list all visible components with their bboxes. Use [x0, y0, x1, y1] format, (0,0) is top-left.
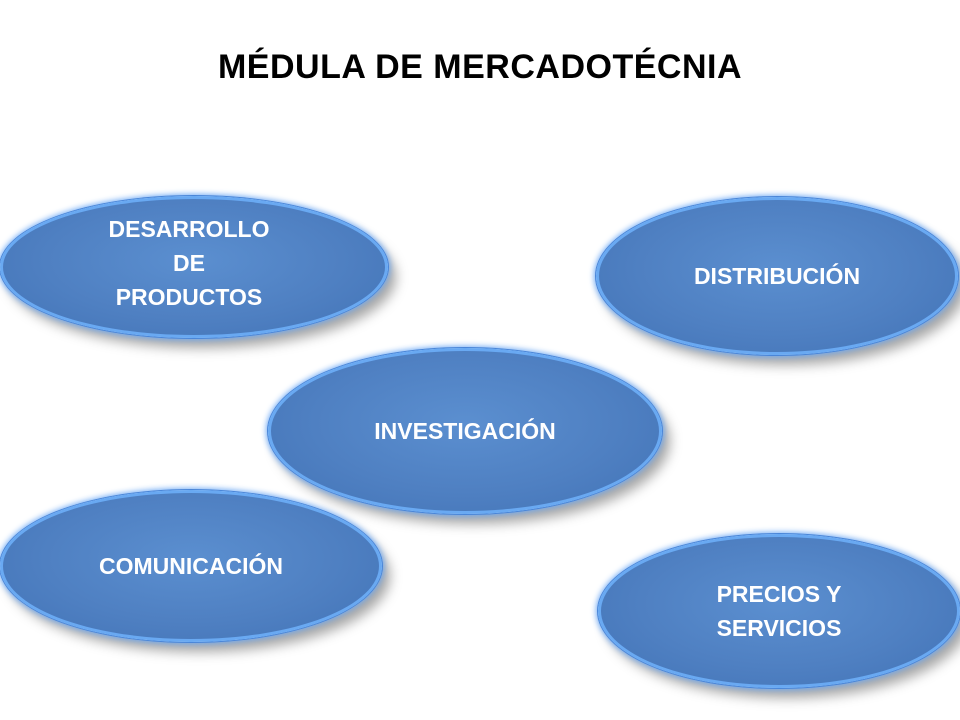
node-desarrollo-de-productos: DESARROLLO DE PRODUCTOS	[0, 196, 388, 338]
node-distribucion: DISTRIBUCIÓN	[596, 197, 958, 355]
node-label: COMUNICACIÓN	[99, 553, 283, 579]
node-precios-y-servicios: PRECIOS Y SERVICIOS	[598, 534, 960, 688]
node-label: INVESTIGACIÓN	[374, 418, 556, 444]
node-label: DISTRIBUCIÓN	[693, 263, 861, 289]
node-investigacion: INVESTIGACIÓN	[268, 348, 662, 514]
node-comunicacion: COMUNICACIÓN	[0, 490, 382, 642]
node-label: DESARROLLO DE PRODUCTOS	[108, 216, 270, 310]
node-label: PRECIOS Y SERVICIOS	[716, 581, 842, 641]
diagram-title: MÉDULA DE MERCADOTÉCNIA	[217, 48, 742, 86]
